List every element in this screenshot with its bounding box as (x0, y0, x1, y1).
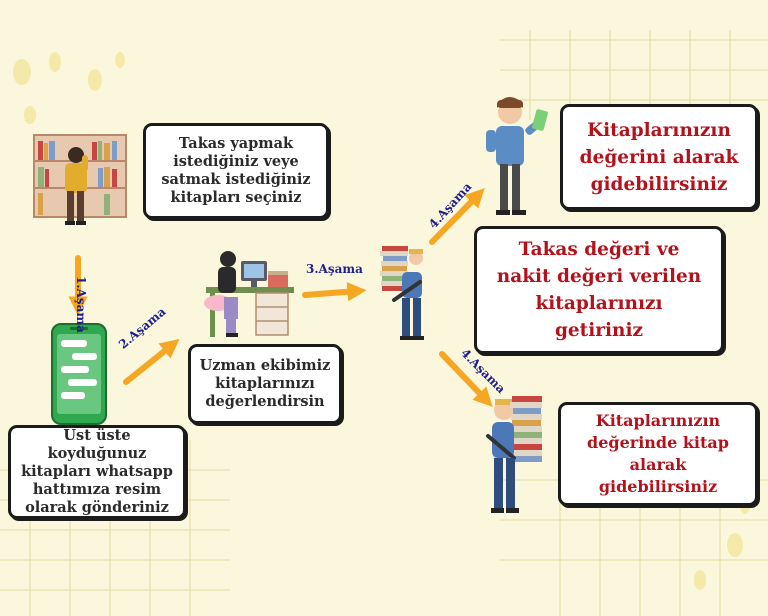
book-leave-box: Kitaplarınızın değerinde kitap alarak gi… (558, 402, 758, 506)
arrow-step-3 (302, 282, 367, 302)
select-books-box: Takas yapmak istediğiniz veye satmak ist… (143, 123, 329, 219)
send-photo-text: Üst üste koyduğunuz kitapları whatsapp h… (21, 427, 173, 516)
arrow-step-2 (123, 338, 180, 385)
money-person-icon (486, 97, 548, 215)
step-label-1: 1.Aşama (74, 276, 88, 333)
book-leave-text: Kitaplarınızın değerinde kitap alarak gi… (587, 411, 729, 496)
arrow-step-4-up (429, 188, 485, 245)
phone-chat-icon (51, 323, 107, 425)
bring-books-text: Takas değeri ve nakit değeri verilen kit… (496, 239, 702, 341)
book-stack-person-icon-2 (486, 396, 542, 513)
evaluate-box: Uzman ekibimiz kitaplarınızı değerlendir… (188, 344, 342, 424)
select-books-text: Takas yapmak istediğiniz veye satmak ist… (161, 135, 311, 206)
bring-books-box: Takas değeri ve nakit değeri verilen kit… (474, 226, 724, 354)
arrow-step-4-down (439, 351, 493, 407)
value-leave-box: Kitaplarınızın değerini alarak gidebilir… (560, 104, 758, 210)
book-stack-person-icon (380, 246, 424, 340)
evaluate-text: Uzman ekibimiz kitaplarınızı değerlendir… (199, 357, 331, 410)
value-leave-text: Kitaplarınızın değerini alarak gidebilir… (579, 119, 739, 195)
send-photo-box: Üst üste koyduğunuz kitapları whatsapp h… (8, 425, 186, 519)
bookshelf-person-icon (33, 134, 127, 225)
desk-computer-person-icon (204, 251, 294, 337)
step-label-3: 3.Aşama (306, 262, 363, 276)
